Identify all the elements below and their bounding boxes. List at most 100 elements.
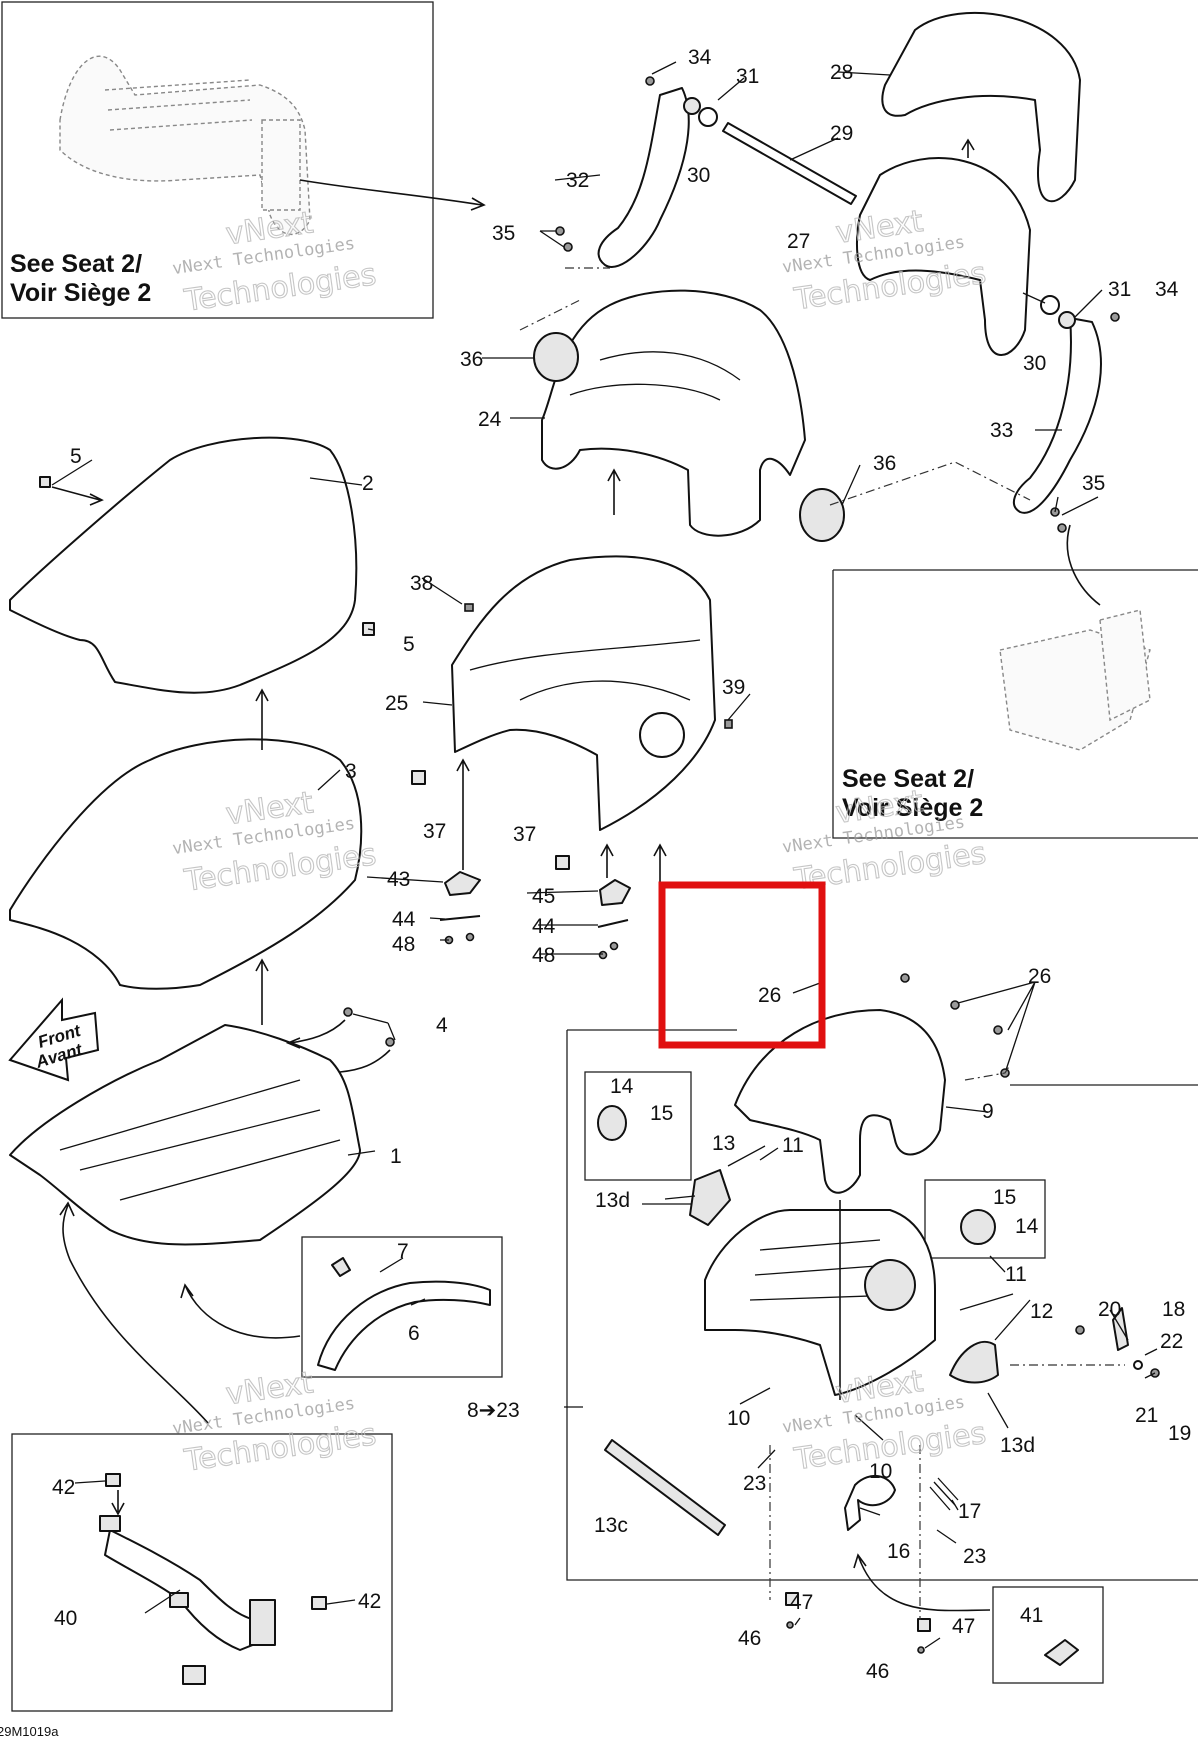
callout-1: 1 xyxy=(390,1145,402,1168)
arrow-25-24 xyxy=(607,468,621,515)
callout-16: 16 xyxy=(887,1540,910,1563)
lock-housing xyxy=(864,1259,916,1311)
bushing-31-right xyxy=(1058,311,1076,329)
callout-40: 40 xyxy=(54,1607,77,1630)
callout-36-right: 36 xyxy=(873,452,896,475)
callout-14: 14 xyxy=(610,1075,634,1098)
callout-17: 17 xyxy=(958,1500,981,1523)
arrow-42-harness xyxy=(111,1490,125,1516)
callout-leaders xyxy=(51,61,1158,1649)
arrow-1-3 xyxy=(255,958,269,1025)
callout-13d: 13d xyxy=(595,1189,630,1212)
callout-6: 6 xyxy=(408,1322,420,1345)
callout-24: 24 xyxy=(478,408,502,431)
callout-25: 25 xyxy=(385,692,408,715)
callout-47-right: 47 xyxy=(952,1615,975,1638)
rod-29 xyxy=(722,122,857,205)
callout-11: 11 xyxy=(782,1134,804,1157)
clip-38 xyxy=(464,603,474,612)
callout-10: 10 xyxy=(727,1407,750,1430)
bearing-detail-box xyxy=(584,1071,692,1181)
harness-connector-a xyxy=(99,1515,121,1532)
callout-13c: 13c xyxy=(594,1514,628,1537)
callout-3: 3 xyxy=(345,760,357,783)
callout-13d-right: 13d xyxy=(1000,1434,1035,1457)
arrow-hose-base xyxy=(180,1283,301,1339)
screw-35-left-b xyxy=(563,242,573,252)
arrow-harness-base xyxy=(59,1201,209,1424)
callout-44: 44 xyxy=(392,908,416,931)
base-1-ribs xyxy=(59,1079,341,1201)
highlight-box xyxy=(658,881,826,1049)
harness-connector-d xyxy=(182,1665,206,1685)
hose-detail-box xyxy=(301,1236,503,1378)
see-seat-2-ghost-drawing xyxy=(59,55,486,236)
seat-frame-9 xyxy=(734,1009,946,1194)
screw-47-left xyxy=(786,1621,794,1629)
seat-cover-24 xyxy=(541,289,806,537)
fastener-4-b xyxy=(385,1037,395,1047)
bracket-45 xyxy=(599,879,631,906)
callout-5-lower: 5 xyxy=(403,633,415,656)
callout-34-right: 34 xyxy=(1155,278,1179,301)
clip-37-right xyxy=(555,855,570,870)
callout-19: 19 xyxy=(1168,1422,1191,1445)
wiring-harness-box xyxy=(11,1433,393,1712)
callout-48-right: 48 xyxy=(532,944,555,967)
clip-5-upper xyxy=(39,476,51,488)
bezel-36-left xyxy=(533,332,579,382)
centre-lines xyxy=(519,267,1125,1620)
bearing-14-right xyxy=(960,1209,996,1245)
callout-29: 29 xyxy=(830,122,853,145)
screw-48-right-a xyxy=(598,950,608,960)
see-seat-2-inset-right xyxy=(832,569,1198,839)
screw-34-right xyxy=(1110,312,1120,322)
latch-16 xyxy=(844,1475,896,1531)
harness-connector-c xyxy=(249,1599,276,1646)
callout-41: 41 xyxy=(1020,1604,1043,1627)
callout-42-right: 42 xyxy=(358,1590,381,1613)
diagram-code: 29M1019a xyxy=(0,1724,59,1739)
lever-18 xyxy=(1112,1307,1129,1351)
callout-20: 20 xyxy=(1098,1298,1121,1321)
callout-36: 36 xyxy=(460,348,483,371)
callout-11-right: 11 xyxy=(1005,1263,1027,1286)
hose-6 xyxy=(317,1280,491,1371)
backrest-cover-28 xyxy=(881,11,1081,203)
see-seat-2-ghost-bracket xyxy=(999,524,1151,751)
screw-35-right-b xyxy=(1057,523,1067,533)
seat-cover-2 xyxy=(9,436,358,694)
washer-30-left xyxy=(698,107,718,127)
seat-25-cutout xyxy=(639,712,685,758)
bearing-14-left xyxy=(597,1105,627,1141)
arrow-41-latch xyxy=(853,1553,991,1612)
screw-20 xyxy=(1075,1325,1085,1335)
callout-42: 42 xyxy=(52,1476,75,1499)
clip-39 xyxy=(724,719,733,729)
callout-46: 46 xyxy=(738,1627,761,1650)
screw-35-left-a xyxy=(555,226,565,236)
arrow-5-2 xyxy=(51,486,104,506)
see-seat-2-label-line2: Voir Siège 2 xyxy=(10,279,151,307)
cover-12 xyxy=(949,1340,999,1384)
seat-foam-3 xyxy=(9,738,363,990)
callout-39: 39 xyxy=(722,676,745,699)
screw-26-a xyxy=(900,973,910,983)
callout-30: 30 xyxy=(687,164,710,187)
arrow-4-b xyxy=(339,1049,391,1073)
clip-42-top xyxy=(105,1473,121,1487)
callout-12: 12 xyxy=(1030,1300,1053,1323)
callout-32: 32 xyxy=(566,169,589,192)
bumpers-46 xyxy=(785,1592,931,1632)
callout-37: 37 xyxy=(423,820,446,843)
callout-23-lower: 23 xyxy=(963,1545,986,1568)
callout-30-right: 30 xyxy=(1023,352,1046,375)
callout-14-right: 14 xyxy=(1015,1215,1039,1238)
callout-31: 31 xyxy=(736,65,759,88)
callout-15: 15 xyxy=(650,1102,673,1125)
callout-2: 2 xyxy=(362,472,374,495)
arrow-45-25 xyxy=(600,843,614,878)
callout-44-right: 44 xyxy=(532,915,556,938)
callout-26: 26 xyxy=(758,984,781,1007)
bushing-31-left xyxy=(683,97,701,115)
